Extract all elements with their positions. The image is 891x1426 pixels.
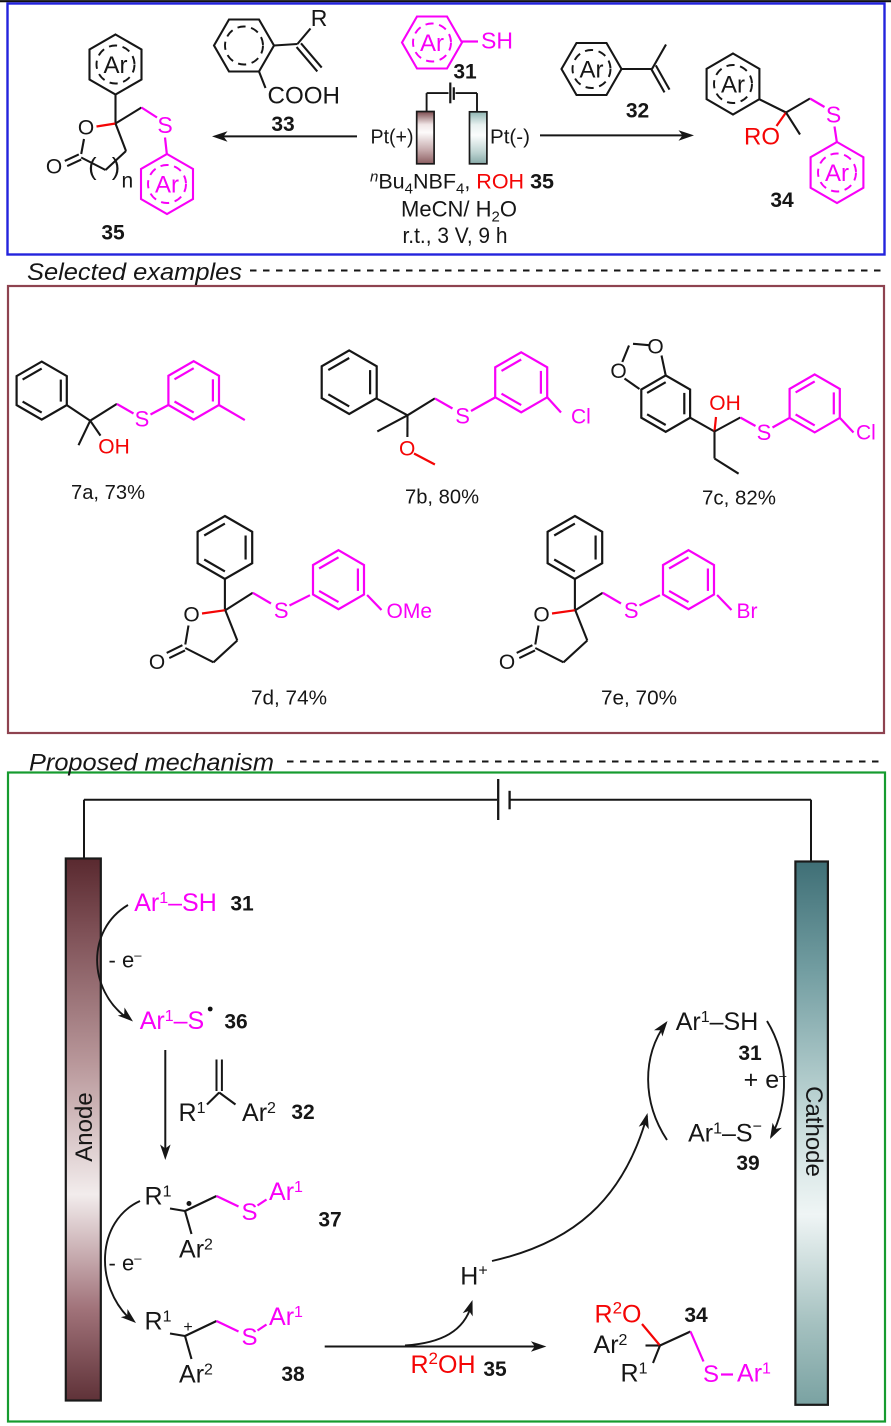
svg-text:Ar1​–S−​: Ar1​–S−​ [688, 1119, 762, 1148]
svg-text:33: 33 [271, 113, 294, 136]
svg-text:Cathode: Cathode [800, 1086, 827, 1177]
svg-text:Ar1​–SH: Ar1​–SH [676, 1008, 759, 1036]
svg-text:OMe: OMe [387, 600, 433, 623]
svg-text:OH: OH [709, 392, 741, 415]
svg-text:35: 35 [483, 1358, 507, 1381]
svg-text:S: S [703, 1361, 719, 1388]
svg-text:Cl: Cl [856, 422, 876, 445]
svg-text:Ar: Ar [721, 72, 745, 99]
svg-text:S: S [757, 420, 772, 445]
svg-text:S: S [624, 598, 639, 623]
svg-text:Anode: Anode [71, 1092, 98, 1161]
svg-text:O: O [149, 651, 165, 674]
svg-text:OH: OH [98, 436, 130, 459]
svg-text:O: O [610, 360, 626, 383]
svg-text:7c, 82%: 7c, 82% [702, 488, 776, 510]
svg-text:32: 32 [291, 1101, 314, 1124]
svg-text:O: O [647, 336, 663, 359]
svg-text:Br: Br [737, 600, 758, 623]
svg-text:S: S [157, 112, 172, 138]
svg-text:32: 32 [626, 100, 649, 123]
svg-text:r.t., 3 V, 9 h: r.t., 3 V, 9 h [403, 223, 508, 248]
svg-text:S: S [241, 1324, 257, 1351]
svg-text:36: 36 [224, 1011, 247, 1034]
svg-text:34: 34 [684, 1304, 708, 1327]
svg-text:Ar: Ar [420, 30, 444, 57]
svg-text:O: O [533, 604, 549, 627]
svg-text:n: n [122, 170, 134, 193]
svg-text:RO: RO [744, 124, 780, 151]
svg-text:Ar: Ar [580, 57, 604, 84]
svg-text:Ar2​: Ar2​ [242, 1099, 276, 1127]
svg-text:31: 31 [230, 893, 254, 916]
svg-text:Proposed mechanism: Proposed mechanism [29, 750, 274, 777]
svg-text:S: S [274, 598, 289, 623]
svg-text:Ar2​: Ar2​ [179, 1236, 213, 1264]
svg-text:S: S [455, 404, 470, 429]
svg-text:Ar: Ar [104, 52, 128, 79]
svg-text:O: O [399, 438, 415, 461]
svg-text:SH: SH [481, 28, 513, 54]
svg-text:MeCN/ H2​O: MeCN/ H2​O [401, 197, 517, 226]
svg-text:34: 34 [770, 189, 794, 212]
svg-text:(: ( [88, 153, 97, 181]
svg-text:39: 39 [736, 1152, 759, 1175]
svg-text:7b, 80%: 7b, 80% [405, 487, 479, 509]
svg-text:O: O [499, 651, 515, 674]
svg-text:R2​OH: R2​OH [410, 1349, 475, 1379]
svg-text:S: S [135, 407, 150, 432]
svg-text:Ar: Ar [155, 172, 179, 199]
svg-text:R: R [311, 5, 328, 31]
svg-text:35: 35 [101, 222, 125, 245]
svg-text:7d, 74%: 7d, 74% [251, 688, 327, 710]
svg-text:Ar1​–SH: Ar1​–SH [134, 889, 217, 917]
svg-text:7a, 73%: 7a, 73% [71, 482, 145, 504]
svg-text:+: + [183, 1319, 192, 1336]
svg-text:31: 31 [453, 61, 477, 84]
svg-text:O: O [78, 117, 94, 140]
svg-text:): ) [112, 153, 120, 181]
svg-text:Pt(-): Pt(-) [490, 126, 530, 149]
svg-text:O: O [183, 604, 199, 627]
svg-text:S: S [826, 102, 841, 128]
svg-text:S: S [241, 1199, 257, 1226]
svg-text:37: 37 [318, 1209, 341, 1232]
svg-text:Selected examples: Selected examples [27, 259, 242, 286]
svg-text:COOH: COOH [268, 83, 341, 110]
svg-text:31: 31 [738, 1042, 762, 1065]
svg-text:Pt(+): Pt(+) [371, 126, 414, 149]
svg-text:Cl: Cl [571, 406, 591, 429]
svg-text:7e, 70%: 7e, 70% [601, 688, 677, 710]
svg-text:O: O [46, 156, 62, 179]
svg-text:Ar: Ar [825, 160, 849, 187]
svg-text:38: 38 [281, 1363, 305, 1386]
